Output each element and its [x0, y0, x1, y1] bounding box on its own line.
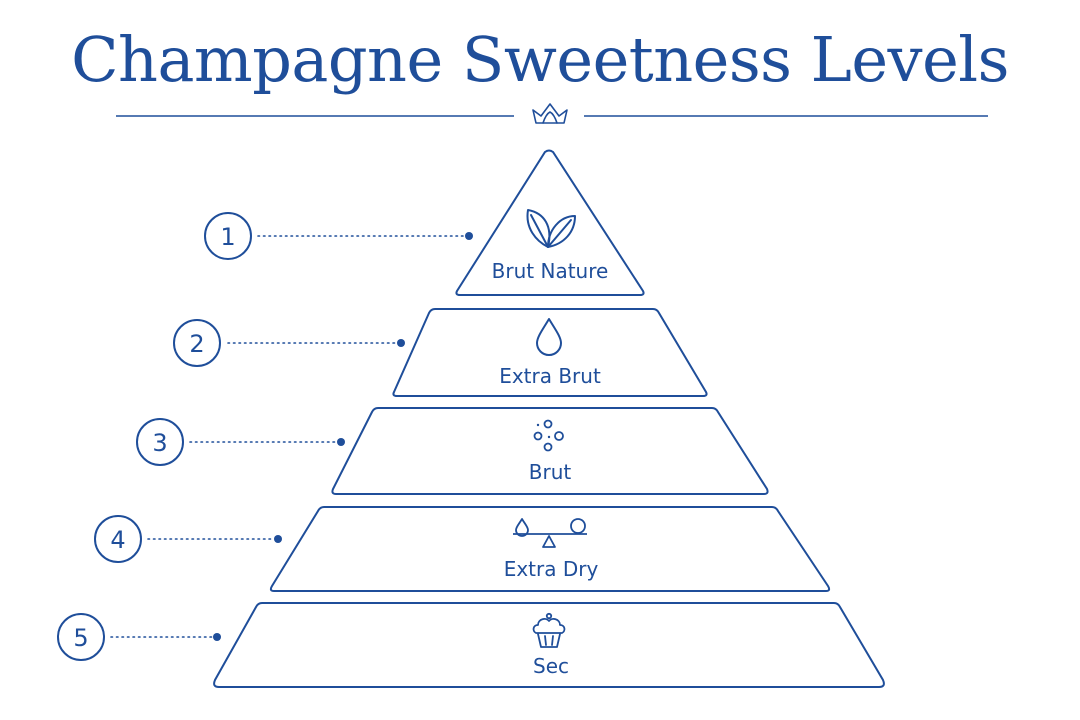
- tier-shape: [455, 149, 645, 296]
- callout-2: 2: [173, 319, 405, 367]
- number-circle: [173, 319, 221, 367]
- number-circle: [204, 212, 252, 260]
- page-title: Champagne Sweetness Levels: [71, 23, 1009, 96]
- tier-shape: [392, 308, 708, 397]
- tier-label: Extra Brut: [499, 364, 601, 388]
- pyramid-tier-sec: Sec: [213, 602, 885, 688]
- leader-dot: [465, 232, 473, 240]
- number-label: 4: [110, 526, 125, 554]
- water-drop-icon: [536, 318, 562, 356]
- cupcake-icon: [532, 612, 566, 648]
- callout-4: 4: [94, 515, 282, 563]
- bubbles-icon: [533, 419, 564, 452]
- crown-icon: [532, 103, 568, 124]
- tier-label: Extra Dry: [504, 557, 599, 581]
- balance-scale-icon: [513, 518, 587, 548]
- callout-5: 5: [57, 613, 221, 661]
- number-circle: [136, 418, 184, 466]
- tier-shape: [213, 602, 885, 688]
- leader-dot: [274, 535, 282, 543]
- callout-1: 1: [204, 212, 473, 260]
- number-label: 3: [152, 429, 167, 457]
- tier-shape: [269, 506, 831, 592]
- tier-label: Sec: [533, 654, 569, 678]
- leader-dot: [213, 633, 221, 641]
- number-circle: [57, 613, 105, 661]
- number-label: 5: [73, 624, 88, 652]
- leader-dot: [397, 339, 405, 347]
- callout-3: 3: [136, 418, 345, 466]
- leader-dot: [337, 438, 345, 446]
- pyramid-tier-brut: Brut: [331, 407, 769, 495]
- number-label: 2: [189, 330, 204, 358]
- number-circle: [94, 515, 142, 563]
- pyramid-tier-extra-dry: Extra Dry: [269, 506, 831, 592]
- tier-label: Brut Nature: [492, 259, 609, 283]
- pyramid-tier-brut-nature: Brut Nature: [455, 149, 645, 296]
- leaves-icon: [526, 209, 576, 248]
- pyramid-tier-extra-brut: Extra Brut: [392, 308, 708, 397]
- tier-shape: [331, 407, 769, 495]
- number-label: 1: [220, 223, 235, 251]
- tier-label: Brut: [529, 460, 572, 484]
